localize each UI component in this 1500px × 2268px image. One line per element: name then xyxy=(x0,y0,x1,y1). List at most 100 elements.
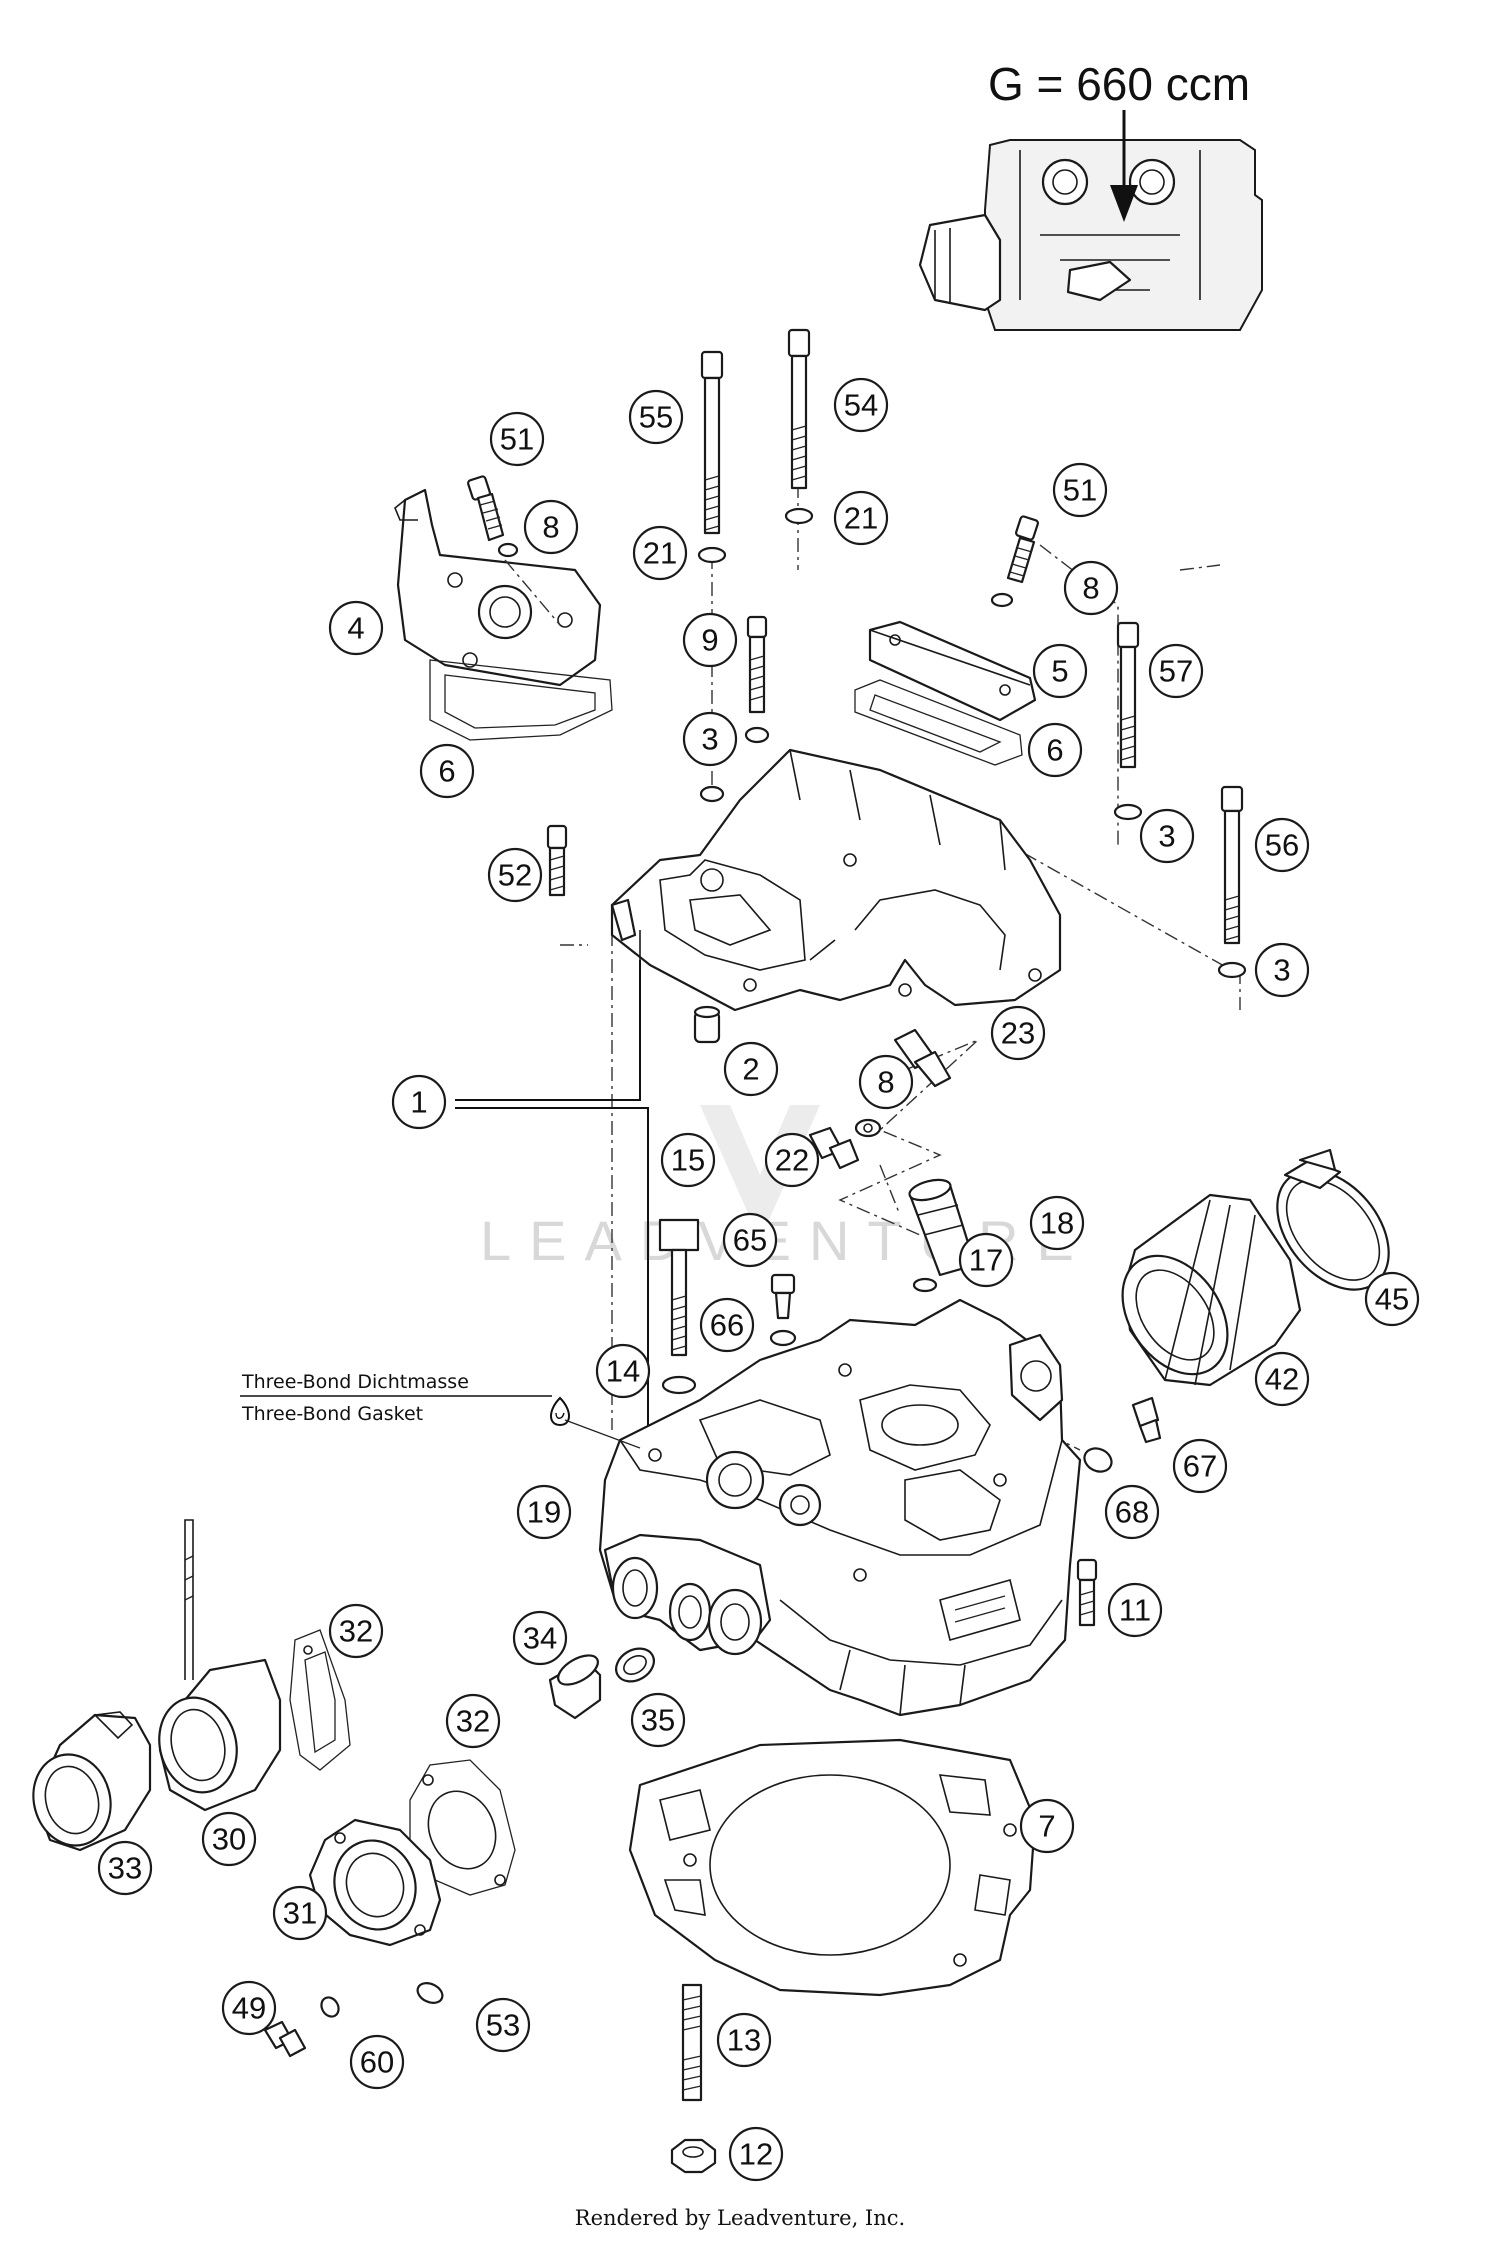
svg-text:42: 42 xyxy=(1265,1362,1299,1397)
callout: 9 xyxy=(682,612,738,668)
sealant-note: Three-Bond Dichtmasse Three-Bond Gasket xyxy=(240,1371,552,1425)
callout: 45 xyxy=(1364,1271,1420,1327)
callout: 32 xyxy=(445,1693,501,1749)
callout: 22 xyxy=(764,1132,820,1188)
svg-text:11: 11 xyxy=(1119,1593,1151,1628)
callout: 34 xyxy=(512,1610,568,1666)
svg-text:4: 4 xyxy=(347,611,364,646)
callout: 4 xyxy=(328,600,384,656)
callout: 13 xyxy=(716,2012,772,2068)
sealant-note-de: Three-Bond Dichtmasse xyxy=(241,1371,469,1393)
svg-text:12: 12 xyxy=(739,2137,773,2172)
svg-text:55: 55 xyxy=(639,400,673,435)
plug-67 xyxy=(1083,1396,1162,1473)
parts-illustrations xyxy=(32,328,1390,2174)
spark-plug-tube xyxy=(908,1178,977,1293)
callout: 53 xyxy=(475,1997,531,2053)
callout: 51 xyxy=(1052,462,1108,518)
callout: 5 xyxy=(1032,643,1088,699)
callout: 68 xyxy=(1104,1484,1160,1540)
callout: 11 xyxy=(1107,1582,1163,1638)
callout: 35 xyxy=(630,1692,686,1748)
svg-text:35: 35 xyxy=(641,1703,675,1738)
svg-text:17: 17 xyxy=(969,1243,1003,1278)
intake-boot-and-clamp xyxy=(1121,1148,1390,1387)
callout: 51 xyxy=(489,411,545,467)
callout: 60 xyxy=(349,2034,405,2090)
small-fasteners xyxy=(263,1982,444,2058)
svg-text:18: 18 xyxy=(1040,1206,1074,1241)
callout: 56 xyxy=(1254,817,1310,873)
svg-text:52: 52 xyxy=(498,858,532,893)
svg-text:66: 66 xyxy=(710,1308,744,1343)
callout: 18 xyxy=(1029,1195,1085,1251)
callout: 21 xyxy=(632,525,688,581)
svg-text:8: 8 xyxy=(1082,571,1099,606)
svg-text:2: 2 xyxy=(742,1052,759,1087)
svg-text:33: 33 xyxy=(108,1851,142,1886)
intake-flange xyxy=(308,1759,516,1947)
callout: 6 xyxy=(419,743,475,799)
callout: 3 xyxy=(682,711,738,767)
right-small-cover xyxy=(854,515,1039,766)
exhaust-flanges xyxy=(32,1519,351,1852)
inset-cylinder-head-illustration xyxy=(918,110,1263,331)
svg-text:54: 54 xyxy=(844,388,878,423)
callout: 52 xyxy=(487,847,543,903)
svg-text:8: 8 xyxy=(542,510,559,545)
svg-text:7: 7 xyxy=(1038,1809,1055,1844)
callout: 8 xyxy=(1063,560,1119,616)
svg-text:51: 51 xyxy=(500,422,534,457)
bolt-11 xyxy=(1076,1558,1098,1627)
callout: 67 xyxy=(1172,1438,1228,1494)
callout: 6 xyxy=(1027,722,1083,778)
svg-text:51: 51 xyxy=(1063,473,1097,508)
variant-inset: G = 660 ccm xyxy=(918,58,1263,331)
callout: 15 xyxy=(660,1132,716,1188)
svg-text:68: 68 xyxy=(1115,1495,1149,1530)
callout: 17 xyxy=(958,1232,1014,1288)
variant-label: G = 660 ccm xyxy=(988,58,1250,110)
callout: 3 xyxy=(1254,942,1310,998)
cylinder-head xyxy=(550,1298,1082,1717)
callout: 33 xyxy=(97,1840,153,1896)
callout: 57 xyxy=(1148,643,1204,699)
callout: 66 xyxy=(699,1297,755,1353)
long-bolts xyxy=(697,328,814,803)
svg-text:23: 23 xyxy=(1001,1016,1035,1051)
cap-and-ring xyxy=(548,1647,655,1720)
svg-text:31: 31 xyxy=(283,1896,317,1931)
callout: 32 xyxy=(328,1603,384,1659)
svg-text:1: 1 xyxy=(410,1085,427,1120)
svg-text:6: 6 xyxy=(1046,733,1063,768)
svg-text:53: 53 xyxy=(486,2008,520,2043)
callout: 49 xyxy=(221,1980,277,2036)
callout: 30 xyxy=(201,1811,257,1867)
svg-text:21: 21 xyxy=(643,536,677,571)
callout: 31 xyxy=(272,1885,328,1941)
svg-text:3: 3 xyxy=(1158,819,1175,854)
plug-65 xyxy=(769,1273,797,1347)
callout: 8 xyxy=(858,1054,914,1110)
svg-text:3: 3 xyxy=(701,722,718,757)
svg-text:22: 22 xyxy=(775,1143,809,1178)
callout: 21 xyxy=(833,490,889,546)
callout: 12 xyxy=(728,2126,784,2182)
svg-text:8: 8 xyxy=(877,1065,894,1100)
callout: 8 xyxy=(523,499,579,555)
footer-credit: Rendered by Leadventure, Inc. xyxy=(575,2206,905,2230)
callout: 1 xyxy=(391,1074,447,1130)
callout: 54 xyxy=(833,377,889,433)
svg-text:6: 6 xyxy=(438,754,455,789)
svg-text:13: 13 xyxy=(727,2023,761,2058)
svg-text:60: 60 xyxy=(360,2045,394,2080)
svg-text:45: 45 xyxy=(1375,1282,1409,1317)
svg-text:30: 30 xyxy=(212,1822,246,1857)
svg-text:19: 19 xyxy=(527,1495,561,1530)
dowel-sleeve xyxy=(693,1005,721,1044)
callout: 23 xyxy=(990,1005,1046,1061)
sensor-group xyxy=(808,1028,952,1170)
left-valve-cover xyxy=(394,475,613,741)
sealant-note-en: Three-Bond Gasket xyxy=(241,1403,423,1425)
